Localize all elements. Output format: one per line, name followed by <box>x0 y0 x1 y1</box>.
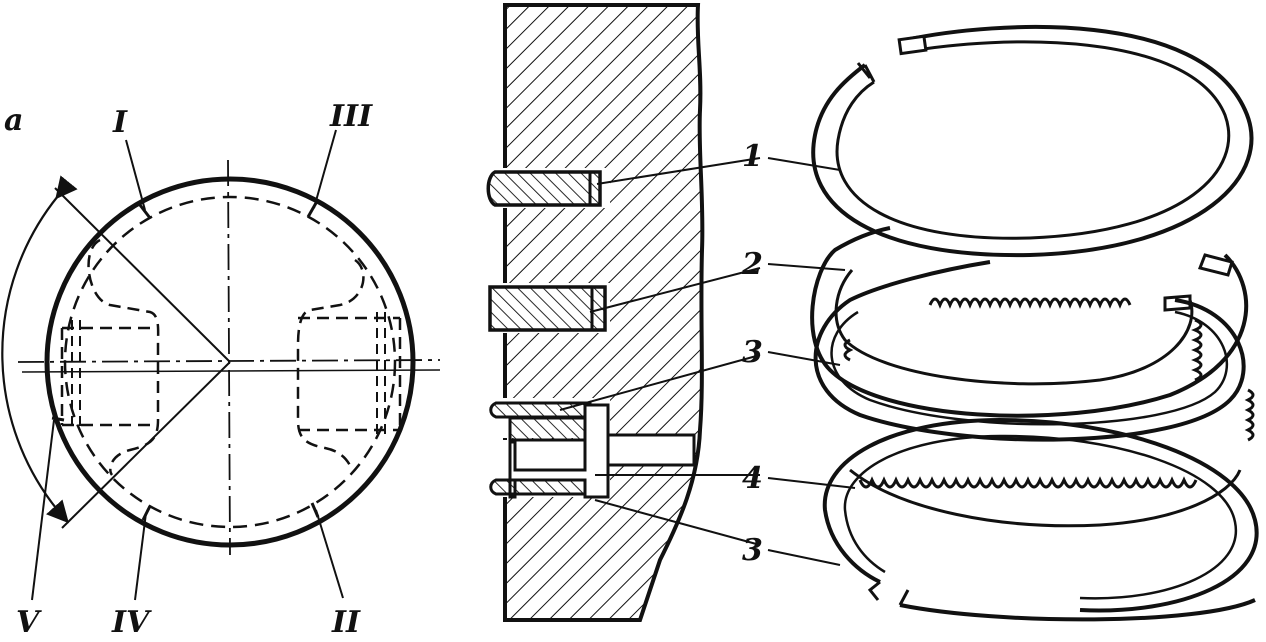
gap-mark-V <box>51 416 65 422</box>
angle-arc <box>1 175 78 524</box>
leader-III <box>313 129 337 209</box>
callout-4: 4 <box>742 461 763 496</box>
callout-1: 1 <box>742 139 763 174</box>
ring-1 <box>811 25 1254 258</box>
spring-right-coil <box>1244 388 1255 442</box>
leader-3b-ring <box>767 549 841 566</box>
expander-spring-section <box>508 416 587 442</box>
ring-1-section <box>486 170 602 207</box>
ring-3-lower-section <box>489 478 587 496</box>
expander-spring-lower <box>858 476 1198 489</box>
expander-spring-upper <box>928 297 1132 309</box>
left-pin-boss-inner <box>60 326 150 427</box>
expander-spring-side <box>843 318 1203 382</box>
angle-label: a <box>4 103 23 138</box>
ring-2-section <box>488 285 607 332</box>
piston-top-view: a I III V IV II <box>1 99 441 640</box>
vertical-centerline <box>227 159 231 556</box>
gap-mark-I <box>138 204 152 219</box>
callout-3-upper: 3 <box>742 335 763 370</box>
leader-4-ring <box>767 477 856 489</box>
leader-1-ring <box>767 157 841 171</box>
leader-3a-ring <box>767 351 841 366</box>
oil-drain-hole <box>602 433 696 467</box>
ring-3-lower <box>822 417 1259 622</box>
spacer-4-section <box>508 403 610 499</box>
gap-label-I: I <box>112 105 128 140</box>
angle-line-upper <box>54 187 231 363</box>
horizontal-centerline-2 <box>21 369 441 373</box>
gap-label-II: II <box>331 605 361 640</box>
leader-2-ring <box>767 263 846 271</box>
left-pin-boss <box>87 238 160 476</box>
leader-V <box>31 419 55 601</box>
spacer-ring-4 <box>849 468 1242 528</box>
piston-section-view: 1 2 3 4 3 <box>486 2 856 622</box>
gap-label-V: V <box>16 605 42 640</box>
leader-IV <box>134 512 147 601</box>
callout-2: 2 <box>741 247 763 282</box>
leader-II <box>315 509 344 599</box>
leader-3a <box>559 354 761 411</box>
ring-set-exploded-view <box>810 25 1259 622</box>
ring-3-upper <box>813 260 1246 442</box>
gap-label-III: III <box>329 99 373 134</box>
gap-mark-IV <box>141 505 152 521</box>
gap-label-IV: IV <box>111 605 152 640</box>
right-pin-boss-inner <box>298 316 402 432</box>
leader-3b <box>594 499 761 546</box>
right-pin-boss <box>296 258 365 471</box>
leader-1 <box>596 157 761 185</box>
callout-3-lower: 3 <box>742 533 763 568</box>
ring-2 <box>810 226 1249 418</box>
leader-2 <box>589 267 761 313</box>
leader-I <box>125 139 146 211</box>
